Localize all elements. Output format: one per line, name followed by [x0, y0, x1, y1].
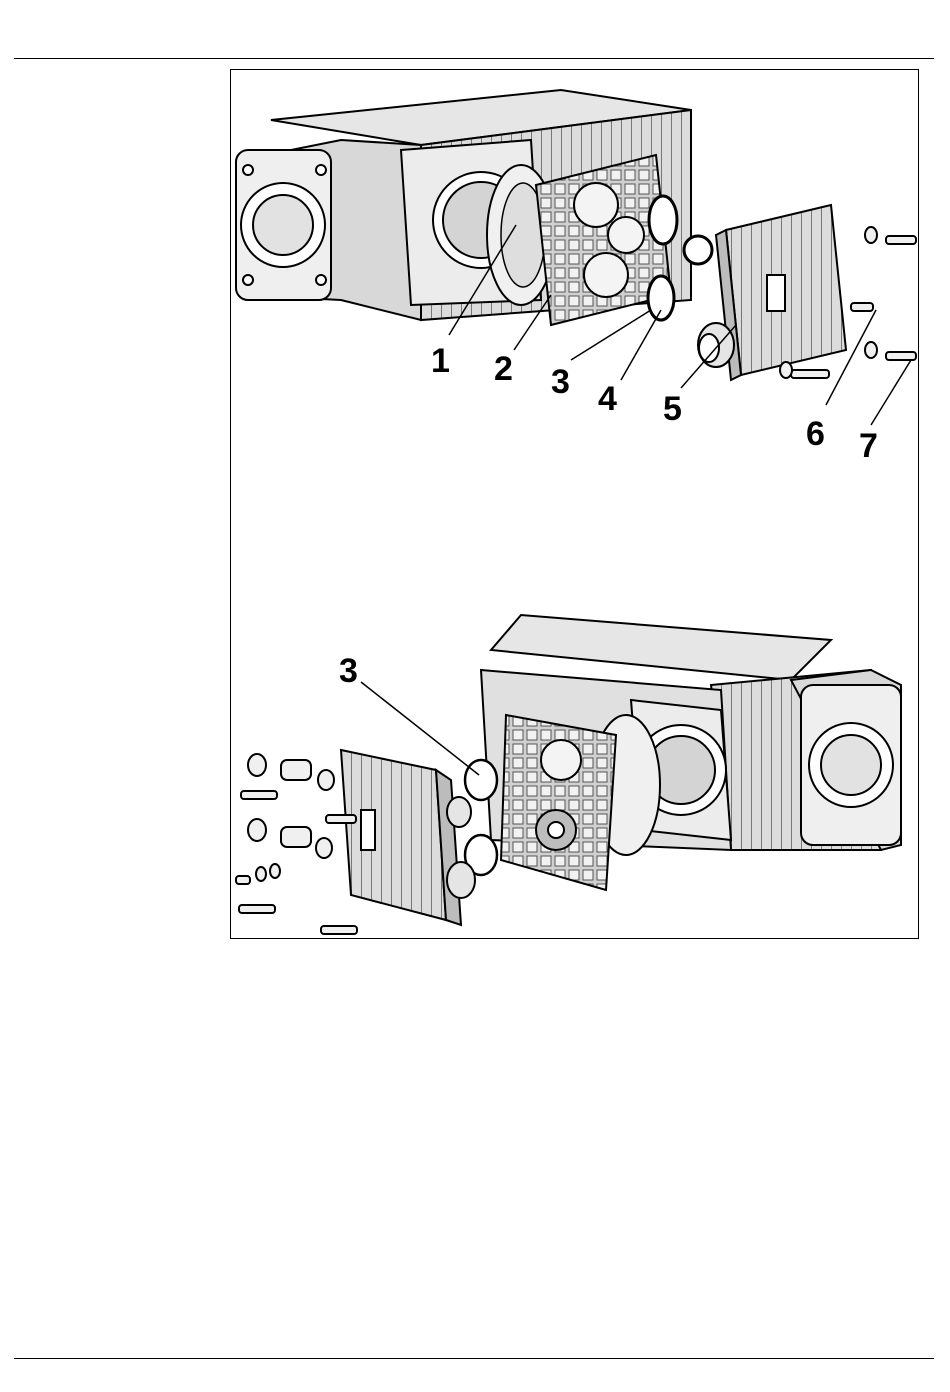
callout-top-6: 6 — [806, 415, 825, 453]
callout-top-2: 2 — [494, 350, 513, 388]
fittings-bottom — [236, 754, 357, 934]
header-rule — [14, 58, 934, 59]
bottom-assembly: 3 — [236, 615, 901, 934]
o-ring-part-4 — [648, 276, 674, 320]
callout-top-3: 3 — [551, 363, 570, 401]
head-cover-bottom — [341, 750, 475, 925]
intermediate-plate-bottom — [501, 715, 616, 890]
callout-top-7: 7 — [859, 427, 878, 465]
footer-rule — [14, 1358, 934, 1359]
exploded-view-drawing: 1 2 3 4 5 6 7 — [231, 70, 920, 940]
callout-top-4: 4 — [598, 380, 617, 418]
callout-top-5: 5 — [663, 390, 682, 428]
top-assembly: 1 2 3 4 5 6 7 — [236, 90, 916, 465]
screw-part-6 — [851, 303, 873, 311]
figure-frame: 1 2 3 4 5 6 7 — [230, 69, 919, 939]
valve-plate-part-3 — [649, 196, 677, 244]
head-cover-part-5 — [698, 205, 846, 380]
callout-top-1: 1 — [431, 342, 450, 380]
callout-bottom-3: 3 — [339, 652, 358, 690]
